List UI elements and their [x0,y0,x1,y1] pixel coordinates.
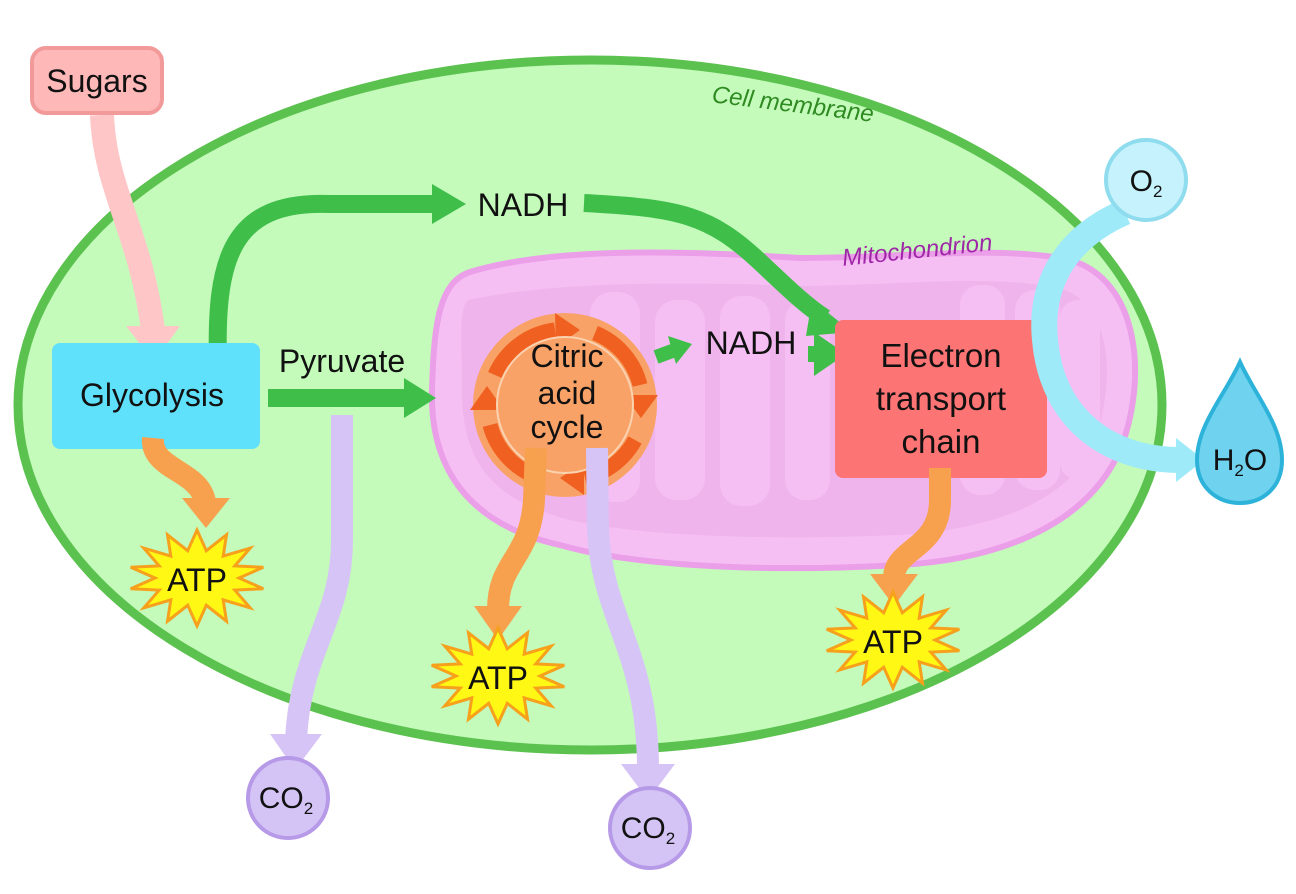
atp-etc: ATP [826,588,960,692]
citric-line3: cycle [531,409,604,445]
citric-line2: acid [538,375,597,411]
pyruvate-label: Pyruvate [279,343,405,379]
atp-etc-label: ATP [863,624,923,660]
atp-citric-label: ATP [468,660,528,696]
oxygen-molecule: O2 [1104,138,1188,222]
citric-nadh-arrow [653,336,692,364]
water-molecule: H2O [1194,357,1285,506]
glycolysis-atp-arrow [142,436,230,528]
nadh-inner-etc-arrow [808,332,846,376]
pyruvate-co2-arrow [270,415,353,770]
etc-box: Electron transport chain [835,320,1047,478]
citric-line1: Citric [531,338,604,374]
etc-line2: transport [876,380,1006,417]
atp-glycolysis: ATP [130,526,264,630]
etc-line3: chain [902,423,981,460]
pyruvate-arrow [268,378,436,418]
starburst-icon [826,588,960,692]
atp-glycolysis-label: ATP [167,562,227,598]
o2-label: O2 [1130,165,1163,201]
sugars-box: Sugars [30,46,164,115]
citric-atp-arrow [474,447,547,640]
h2o-label: H2O [1213,444,1267,480]
etc-atp-arrow [870,468,951,606]
sugars-label: Sugars [46,63,147,99]
starburst-icon [431,624,565,728]
citric-co2-arrow [586,447,675,800]
glycolysis-nadh-arrow [208,184,466,366]
co2-right: CO2 [608,786,692,870]
etc-line1: Electron [880,337,1001,374]
oxygen-water-arrow [1031,200,1204,482]
glycolysis-box: Glycolysis [52,343,260,449]
citric-acid-cycle: Citric acid cycle [470,313,658,497]
atp-citric: ATP [431,624,565,728]
co2-left-label: CO2 [259,782,313,818]
nadh-top-label: NADH [478,187,569,223]
nadh-inner-label: NADH [706,325,797,361]
starburst-icon [130,526,264,630]
droplet-icon [1194,357,1285,506]
co2-right-label: CO2 [621,812,675,848]
glycolysis-label: Glycolysis [80,377,224,413]
co2-left: CO2 [246,756,330,840]
